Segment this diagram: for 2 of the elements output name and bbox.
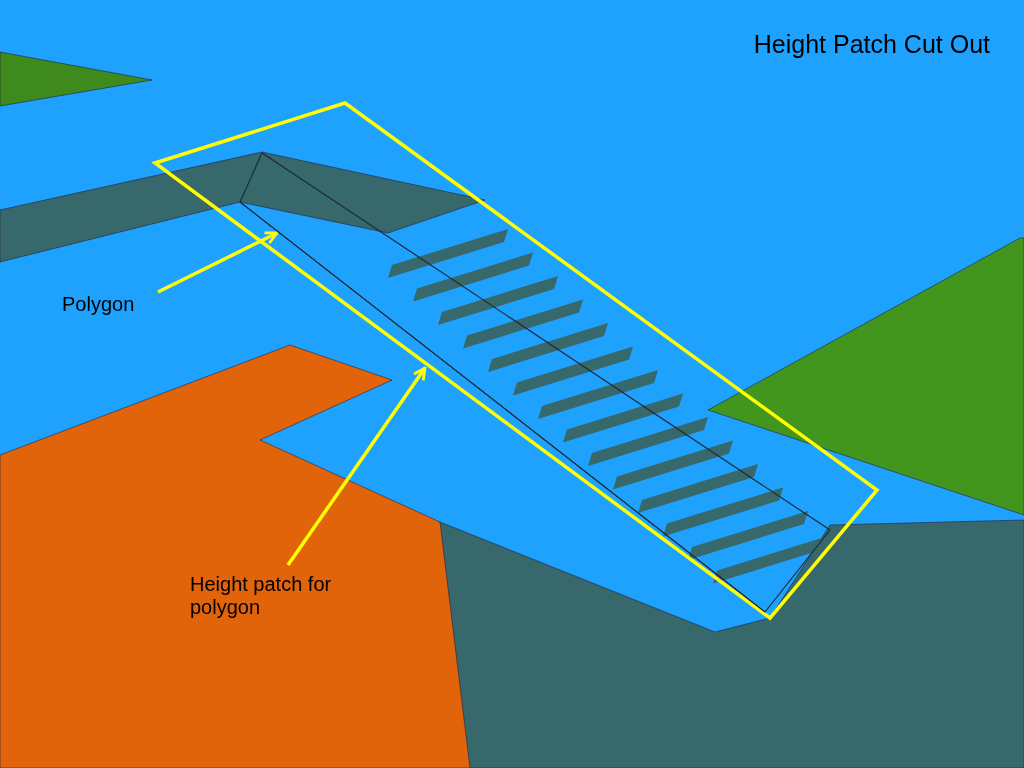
callout-label: Polygon [62,293,135,316]
title: Height Patch Cut Out [753,30,990,59]
